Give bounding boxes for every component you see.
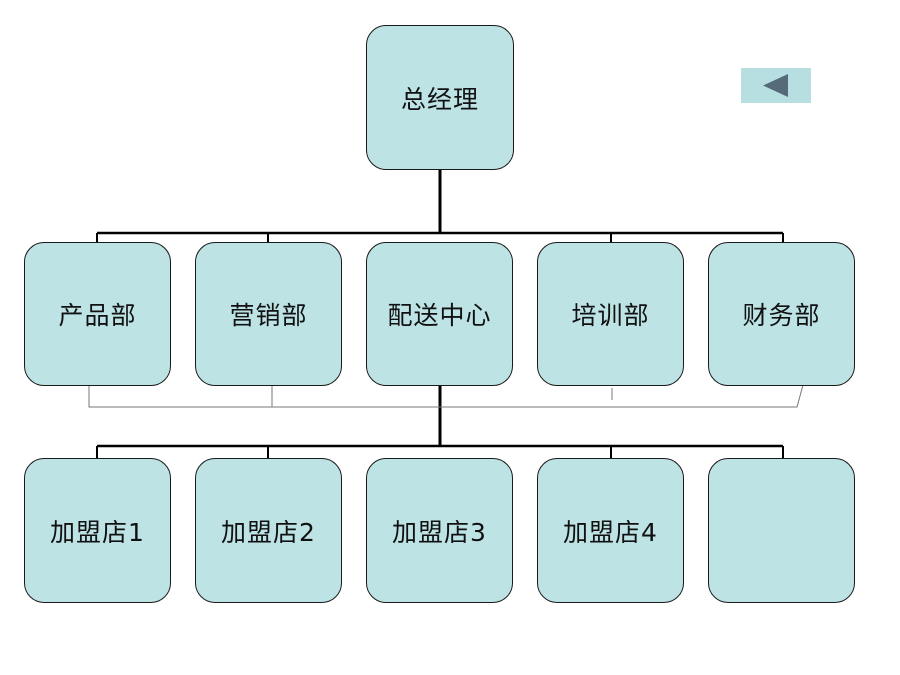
node-franchise-3: 加盟店3 (366, 458, 513, 603)
node-general-manager: 总经理 (366, 25, 514, 170)
node-dept-distribution: 配送中心 (366, 242, 513, 386)
node-label: 产品部 (58, 301, 137, 330)
node-label: 总经理 (400, 84, 479, 114)
node-dept-finance: 财务部 (708, 242, 855, 386)
node-dept-training: 培训部 (537, 242, 684, 386)
node-franchise-5 (708, 458, 855, 603)
node-label: 营销部 (229, 301, 308, 330)
node-label: 财务部 (742, 301, 821, 330)
node-franchise-2: 加盟店2 (195, 458, 342, 603)
node-label: 加盟店4 (563, 517, 658, 547)
node-franchise-4: 加盟店4 (537, 458, 684, 603)
node-label: 培训部 (571, 301, 650, 330)
back-button[interactable] (741, 68, 811, 103)
node-label: 加盟店1 (50, 517, 145, 547)
node-dept-marketing: 营销部 (195, 242, 342, 386)
triangle-left-icon (763, 74, 788, 97)
node-label: 配送中心 (387, 301, 492, 330)
node-dept-product: 产品部 (24, 242, 171, 386)
node-label: 加盟店2 (221, 517, 316, 547)
node-label: 加盟店3 (392, 517, 487, 547)
node-franchise-1: 加盟店1 (24, 458, 171, 603)
